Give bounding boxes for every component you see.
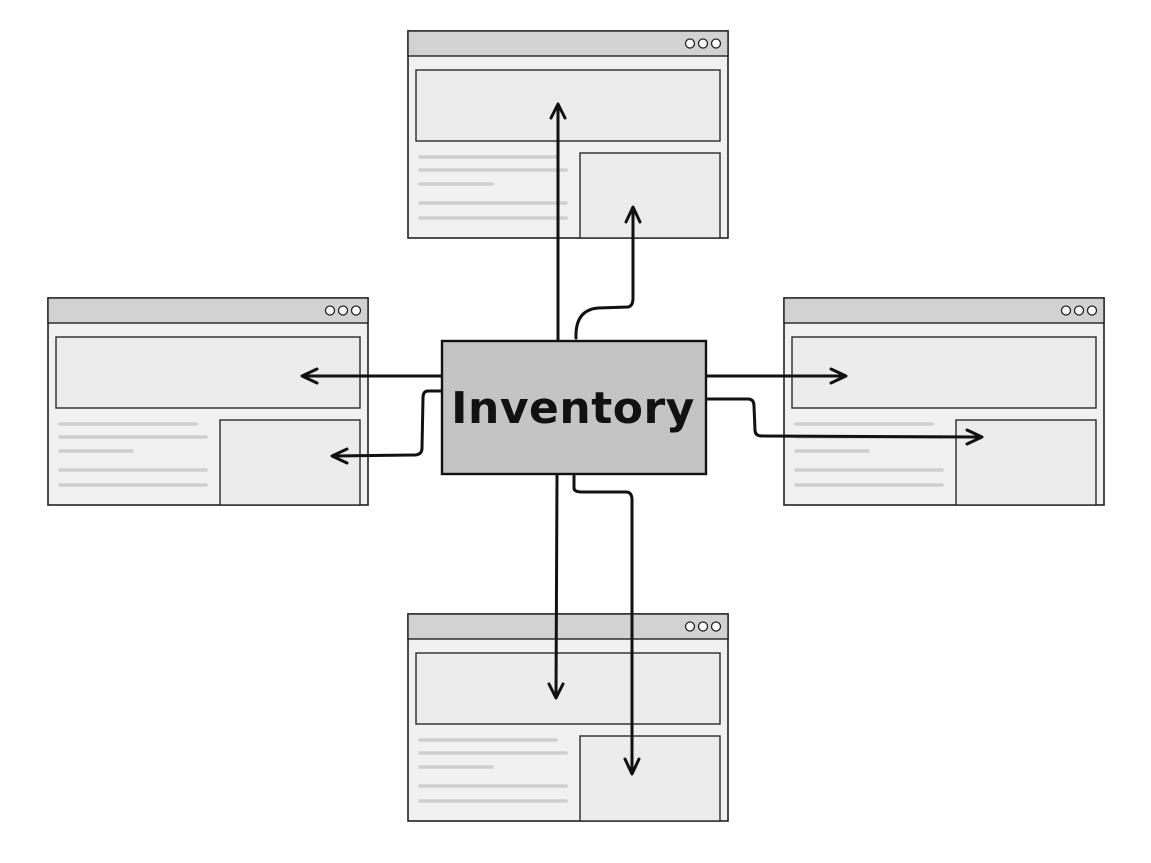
window-controls-icon xyxy=(324,305,362,316)
arrow-to-top-header xyxy=(549,102,567,342)
window-controls-icon xyxy=(684,621,722,632)
arrow-to-bottom-header xyxy=(547,474,565,700)
window-right-header-panel xyxy=(791,336,1097,409)
arrow-to-top-side-panel xyxy=(574,205,642,340)
arrow-to-right-header xyxy=(704,367,848,385)
inventory-hub-label: Inventory xyxy=(451,383,695,434)
window-left xyxy=(47,297,369,506)
window-left-text-lines xyxy=(58,422,208,487)
arrow-head-icon xyxy=(965,428,984,446)
arrow-head-icon xyxy=(623,757,641,776)
window-right xyxy=(783,297,1105,506)
inventory-hub-box xyxy=(440,339,708,476)
arrow-head-icon xyxy=(547,682,565,700)
arrow-to-left-side-panel xyxy=(330,389,444,465)
window-right-side-panel xyxy=(955,419,1097,506)
arrow-head-icon xyxy=(829,367,848,385)
window-right-titlebar xyxy=(783,297,1105,324)
window-controls-icon xyxy=(1060,305,1098,316)
arrow-to-bottom-side-panel xyxy=(572,474,641,776)
window-bottom xyxy=(407,613,729,822)
window-left-header-panel xyxy=(55,336,361,409)
window-bottom-side-panel xyxy=(579,735,721,822)
window-bottom-titlebar xyxy=(407,613,729,640)
arrow-head-icon xyxy=(300,367,319,385)
window-top-header-panel xyxy=(415,69,721,142)
arrow-to-left-header xyxy=(300,367,444,385)
window-left-side-panel xyxy=(219,419,361,506)
window-top xyxy=(407,30,729,239)
arrow-head-icon xyxy=(624,205,642,224)
arrow-to-right-side-panel xyxy=(704,397,984,446)
window-left-titlebar xyxy=(47,297,369,324)
window-top-side-panel xyxy=(579,152,721,239)
window-bottom-header-panel xyxy=(415,652,721,725)
window-controls-icon xyxy=(684,38,722,49)
arrow-head-icon xyxy=(330,447,349,465)
window-top-titlebar xyxy=(407,30,729,57)
window-bottom-text-lines xyxy=(418,738,568,803)
arrow-head-icon xyxy=(549,102,567,120)
inventory-hub: Inventory xyxy=(440,339,708,476)
window-top-text-lines xyxy=(418,155,568,220)
